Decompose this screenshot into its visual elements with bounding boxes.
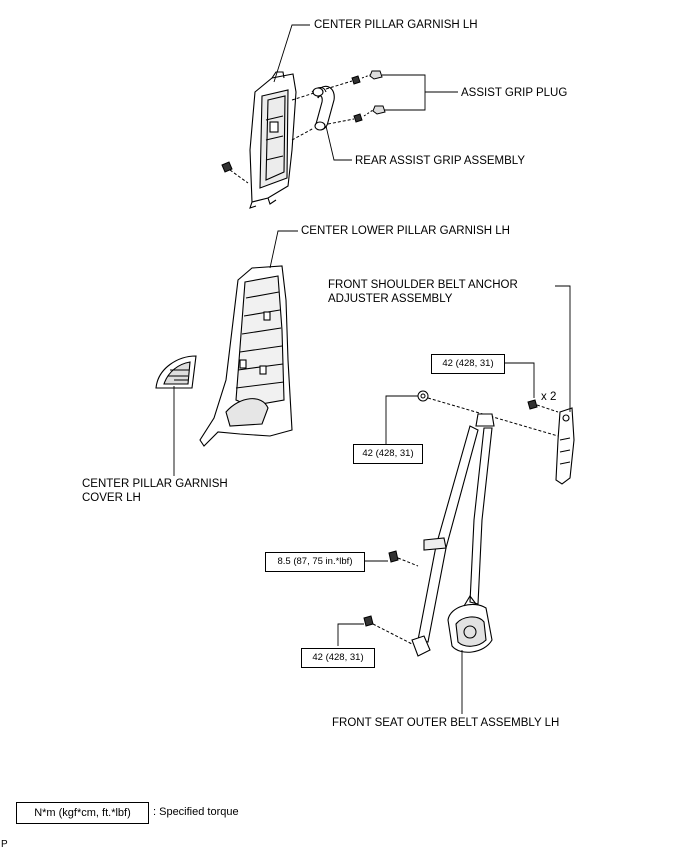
label-garnish-cover: CENTER PILLAR GARNISH COVER LH bbox=[82, 477, 228, 505]
torque-box-upper-anchor: 42 (428, 31) bbox=[353, 444, 423, 464]
center-pillar-garnish-part bbox=[249, 71, 297, 209]
front-seat-outer-belt-part bbox=[411, 413, 495, 657]
lower-hardware bbox=[363, 550, 419, 645]
quantity-label: x 2 bbox=[541, 391, 557, 403]
label-front-shoulder-line2: ADJUSTER ASSEMBLY bbox=[328, 293, 453, 305]
label-front-shoulder-belt-anchor: FRONT SHOULDER BELT ANCHOR ADJUSTER ASSE… bbox=[328, 278, 518, 306]
label-front-shoulder-line1: FRONT SHOULDER BELT ANCHOR bbox=[328, 279, 518, 291]
torque-box-retractor-bolt: 8.5 (87, 75 in.*lbf) bbox=[265, 552, 365, 572]
label-garnish-cover-line2: COVER LH bbox=[82, 492, 141, 504]
label-rear-assist-grip: REAR ASSIST GRIP ASSEMBLY bbox=[355, 155, 526, 167]
label-garnish-cover-line1: CENTER PILLAR GARNISH bbox=[82, 478, 228, 490]
center-lower-pillar-garnish-part bbox=[199, 265, 293, 447]
screw-left bbox=[221, 161, 249, 184]
shoulder-belt-anchor-adjuster-part bbox=[555, 407, 575, 485]
center-pillar-garnish-cover-part bbox=[155, 355, 197, 389]
rear-assist-grip-part bbox=[311, 85, 335, 131]
legend-unit-box: N*m (kgf*cm, ft.*lbf) bbox=[16, 802, 149, 824]
label-front-seat-belt: FRONT SEAT OUTER BELT ASSEMBLY LH bbox=[332, 717, 560, 729]
label-center-lower-pillar: CENTER LOWER PILLAR GARNISH LH bbox=[301, 225, 510, 237]
anchor-hardware bbox=[417, 390, 559, 413]
legend-description: : Specified torque bbox=[153, 806, 239, 818]
label-center-pillar-garnish: CENTER PILLAR GARNISH LH bbox=[314, 19, 478, 31]
grip-screws bbox=[325, 75, 363, 125]
torque-box-anchor-bolt: 42 (428, 31) bbox=[431, 354, 505, 374]
assist-grip-plugs bbox=[361, 70, 386, 117]
footer-code: P bbox=[1, 839, 8, 850]
torque-box-lower-anchor: 42 (428, 31) bbox=[301, 648, 375, 668]
label-assist-grip-plug: ASSIST GRIP PLUG bbox=[461, 87, 568, 99]
leader-lines bbox=[173, 24, 571, 714]
